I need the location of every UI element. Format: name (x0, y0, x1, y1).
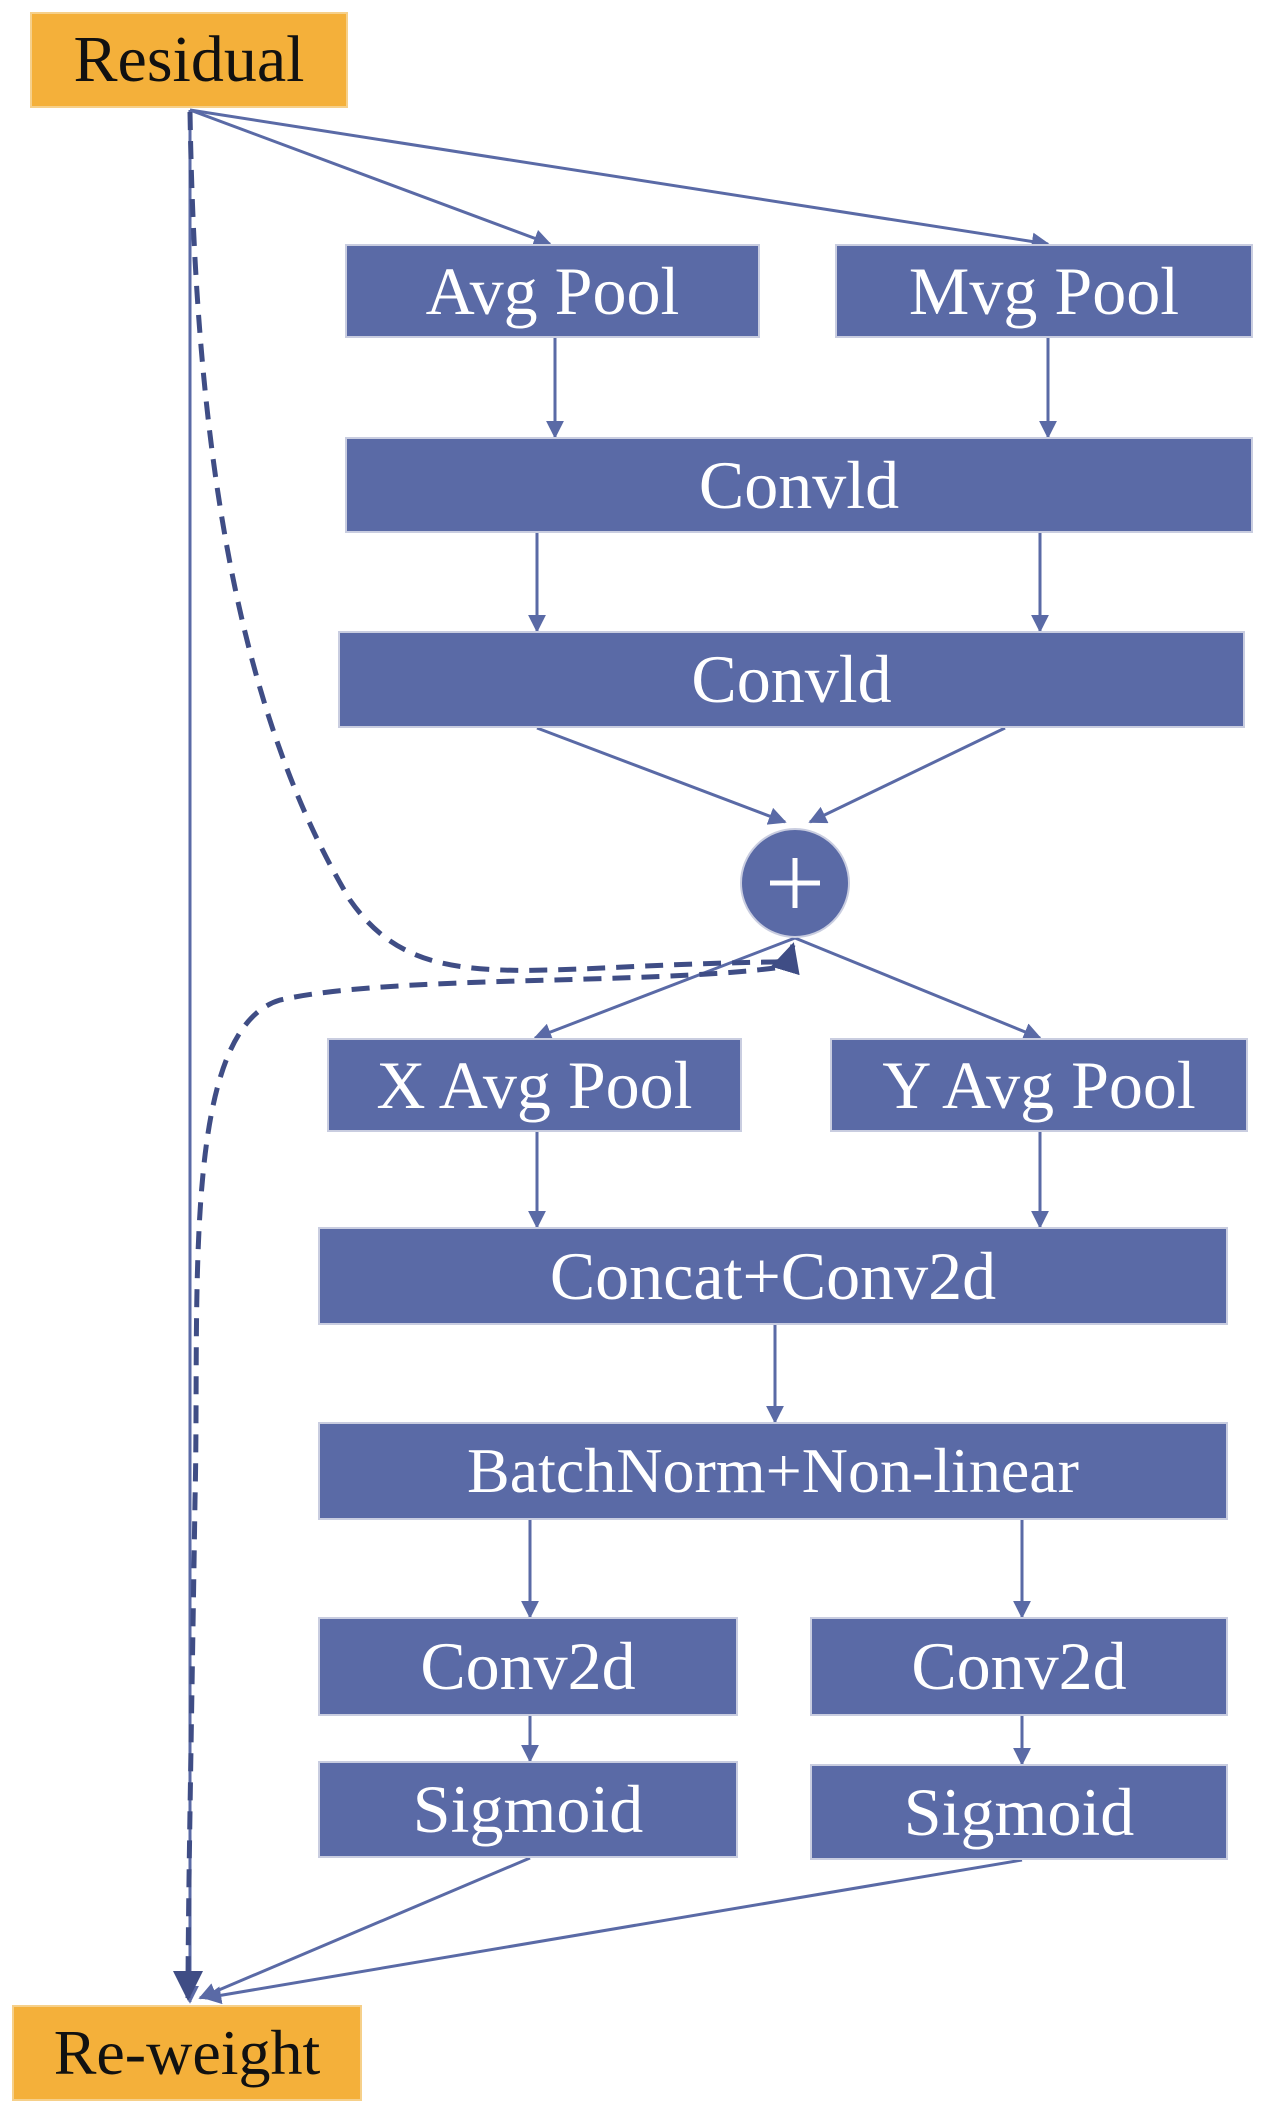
sigmoid-block-right: Sigmoid (810, 1764, 1228, 1860)
edge-residual-mvgpool (189, 108, 1050, 251)
y-avg-pool-block: Y Avg Pool (830, 1038, 1248, 1132)
x-avg-pool-block: X Avg Pool (327, 1038, 742, 1132)
conv1d-block-top: Convld (345, 437, 1253, 533)
plus-icon (770, 858, 820, 908)
conv1d-block-bottom: Convld (338, 631, 1245, 728)
mvg-pool-block: Mvg Pool (835, 244, 1253, 338)
skip-residual-to-plus (187, 111, 800, 976)
concat-conv2d-block: Concat+Conv2d (318, 1227, 1228, 1325)
edge-conv1d-plus-right (808, 726, 1006, 824)
edge-sigmoid-right-reweight (203, 1858, 1023, 2005)
conv2d-block-left: Conv2d (318, 1617, 738, 1716)
edge-residual-avgpool (189, 108, 552, 247)
edge-plus-yavgpool (794, 936, 1042, 1041)
skip-plus-to-reweight (173, 965, 776, 2001)
add-operator (740, 828, 850, 938)
edge-sigmoid-left-reweight (198, 1856, 531, 2000)
avg-pool-block: Avg Pool (345, 244, 760, 338)
sigmoid-block-left: Sigmoid (318, 1761, 738, 1858)
reweight-output: Re-weight (12, 2005, 362, 2101)
edge-conv1d-plus-left (536, 726, 787, 825)
conv2d-block-right: Conv2d (810, 1617, 1228, 1716)
residual-input: Residual (30, 12, 348, 108)
edge-plus-xavgpool (533, 936, 796, 1041)
batchnorm-nonlinear-block: BatchNorm+Non-linear (318, 1422, 1228, 1520)
